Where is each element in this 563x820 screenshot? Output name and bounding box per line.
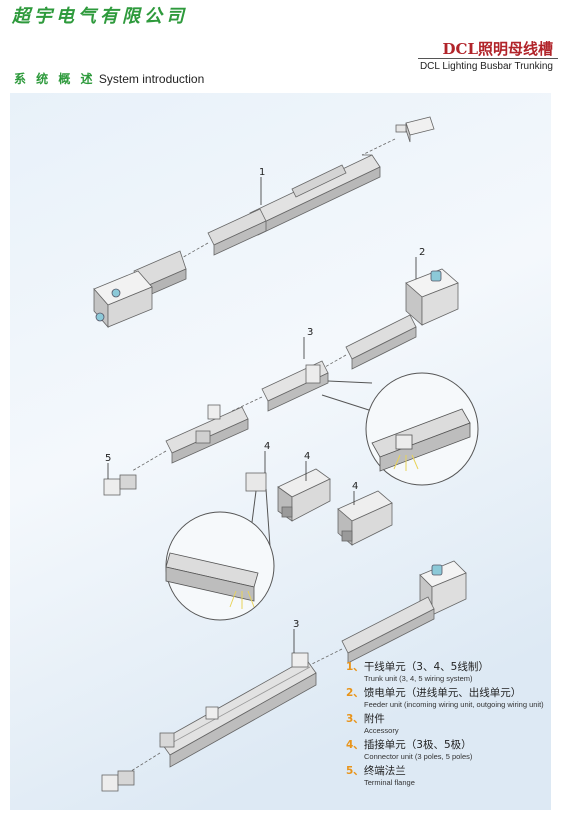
legend-number: 3、 <box>346 713 364 725</box>
title-divider <box>418 58 558 59</box>
section-title-en: System introduction <box>98 72 205 86</box>
legend-item: 5、终端法兰 Terminal flange <box>346 765 556 788</box>
callout-4a: 4 <box>264 441 270 452</box>
legend-item: 1、干线单元（3、4、5线制） Trunk unit (3, 4, 5 wiri… <box>346 661 556 684</box>
callout-1: 1 <box>259 167 265 178</box>
legend-item: 3、附件 Accessory <box>346 713 556 736</box>
accessory-section <box>103 360 329 496</box>
legend-label-en: Feeder unit (incoming wiring unit, outgo… <box>364 700 544 709</box>
feeder-unit <box>317 268 459 372</box>
trunk-unit-top <box>93 116 435 329</box>
legend-item: 4、插接单元（3极、5极） Connector unit (3 poles, 5… <box>346 739 556 762</box>
callout-2: 2 <box>419 247 425 258</box>
callout-leaders <box>107 177 417 653</box>
detail-magnifier-upper <box>321 372 479 486</box>
legend-label-cn: 插接单元（3极、5极） <box>363 739 472 751</box>
legend-label-en: Terminal flange <box>364 778 415 787</box>
connector-units <box>245 468 393 546</box>
legend-label-en: Trunk unit (3, 4, 5 wiring system) <box>364 674 473 683</box>
callout-3: 3 <box>307 327 313 338</box>
legend-label-en: Accessory <box>364 726 399 735</box>
component-legend: 1、干线单元（3、4、5线制） Trunk unit (3, 4, 5 wiri… <box>346 661 556 791</box>
legend-number: 5、 <box>346 765 364 777</box>
detail-magnifier-lower <box>165 488 275 621</box>
legend-number: 4、 <box>346 739 364 751</box>
exploded-assembly-diagram: 1 2 3 4 4 4 5 3 <box>10 93 551 810</box>
trunk-unit-bottom <box>101 560 467 792</box>
legend-label-cn: 干线单元（3、4、5线制） <box>363 661 489 673</box>
callout-4b: 4 <box>304 451 310 462</box>
section-heading: 系 统 概 述 System introduction <box>14 70 204 87</box>
callout-4c: 4 <box>352 481 358 492</box>
legend-number: 1、 <box>346 661 364 673</box>
legend-number: 2、 <box>346 687 364 699</box>
legend-item: 2、馈电单元（进线单元、出线单元） Feeder unit (incoming … <box>346 687 556 710</box>
company-name: 超宇电气有限公司 <box>12 6 188 27</box>
legend-label-cn: 馈电单元（进线单元、出线单元） <box>363 687 522 699</box>
legend-label-cn: 终端法兰 <box>363 765 406 777</box>
callout-3b: 3 <box>293 619 299 630</box>
section-title-cn: 系 统 概 述 <box>14 72 96 86</box>
product-title-en: DCL Lighting Busbar Trunking <box>419 61 553 72</box>
legend-label-en: Connector unit (3 poles, 5 poles) <box>364 752 473 761</box>
legend-label-cn: 附件 <box>363 713 385 725</box>
product-title-cn: DCL照明母线槽 <box>442 40 554 58</box>
callout-5: 5 <box>105 453 111 464</box>
